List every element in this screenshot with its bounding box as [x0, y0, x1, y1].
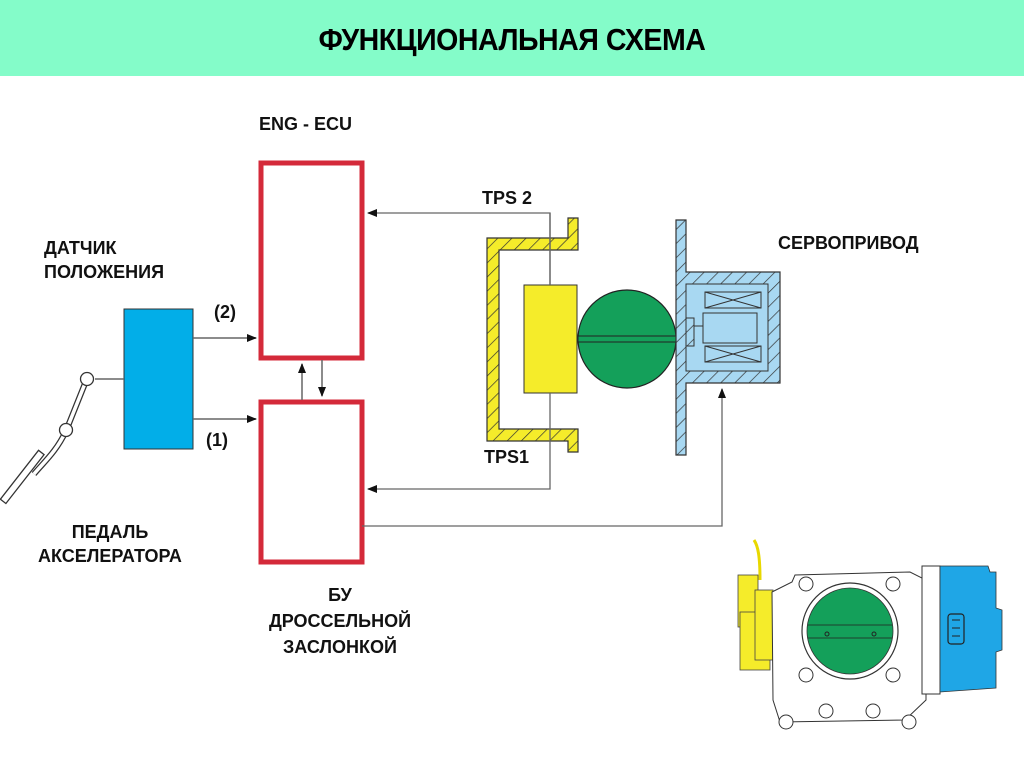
position-sensor-label: ДАТЧИК ПОЛОЖЕНИЯ [44, 236, 164, 284]
throttle-body-illustration [737, 539, 1003, 730]
position-sensor-box [123, 308, 194, 450]
accelerator-pedal-label-line-2: АКСЕЛЕРАТОРА [38, 546, 182, 566]
tps1-label: TPS1 [484, 447, 530, 467]
throttle-plate-icon [577, 289, 685, 389]
throttle-cu-label-line-1: БУ [328, 585, 352, 605]
throttle-control-unit-box [258, 399, 365, 565]
accelerator-pedal-label: ПЕДАЛЬ АКСЕЛЕРАТОРА [10, 520, 210, 568]
servo-control-line [362, 388, 726, 527]
position-sensor-label-line-1: ДАТЧИК [44, 238, 117, 258]
accelerator-pedal-icon [0, 371, 124, 505]
page-title: ФУНКЦИОНАЛЬНАЯ СХЕМА [318, 22, 706, 57]
signal-1-label: (1) [206, 430, 228, 450]
throttle-cu-label-line-2: ДРОССЕЛЬНОЙ [268, 611, 412, 631]
tps2-label: TPS 2 [482, 188, 533, 208]
servo-label: СЕРВОПРИВОД [778, 233, 919, 253]
tps-housing [486, 217, 579, 453]
signal-2-label: (2) [214, 302, 236, 322]
servo-housing [675, 219, 781, 456]
throttle-control-unit-label: БУ ДРОССЕЛЬНОЙ ЗАСЛОНКОЙ [240, 582, 440, 660]
eng-ecu-label: ENG - ECU [259, 114, 353, 134]
accelerator-pedal-label-line-1: ПЕДАЛЬ [71, 522, 149, 542]
eng-ecu-box [258, 160, 365, 361]
position-sensor-label-line-2: ПОЛОЖЕНИЯ [44, 262, 165, 282]
throttle-cu-label-line-3: ЗАСЛОНКОЙ [283, 637, 397, 657]
header-banner [0, 0, 1024, 76]
tps-sensor-block [523, 284, 578, 394]
tps1-line [367, 393, 551, 493]
